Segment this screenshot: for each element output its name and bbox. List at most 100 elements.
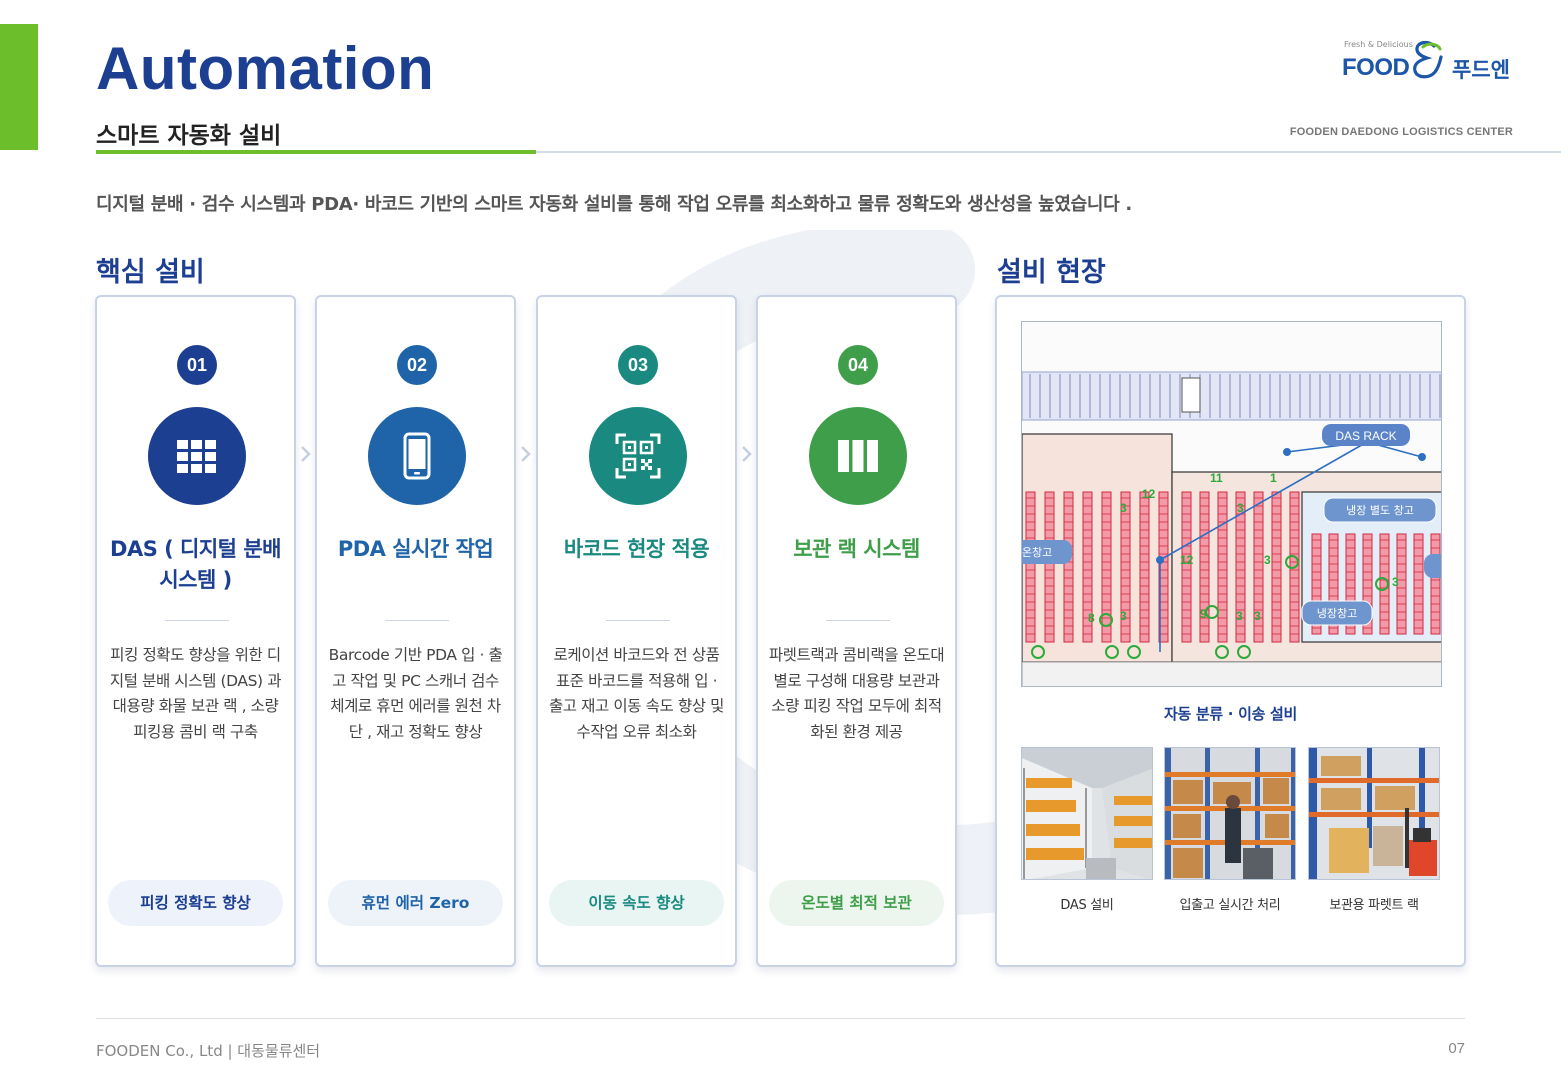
card-benefit-badge: 피킹 정확도 향상 (108, 880, 283, 926)
floor-plan-label: 냉장창고 (1317, 607, 1357, 620)
card-description: 파렛트랙과 콤비랙을 온도대별로 구성해 대용량 보관과 소량 피킹 작업 모두… (768, 646, 945, 741)
page-number: 07 (1448, 1040, 1465, 1057)
floor-plan-number: 3 (1237, 501, 1244, 515)
floor-plan-label: 냉장 별도 창고 (1346, 504, 1414, 517)
card-number: 03 (618, 345, 658, 385)
floor-plan: 12 3 3 11 1 12 3 3 8 3 9 3 2 2 7 2 7 3 (1021, 321, 1442, 687)
center-name: FOODEN DAEDONG LOGISTICS CENTER (1289, 126, 1513, 138)
equipment-card-rack: 04 보관 랙 시스템 파렛트랙과 콤비랙을 온도대별로 구성해 대용량 보관과… (756, 295, 957, 967)
logo-korean-name: 푸드엔 (1452, 58, 1510, 82)
card-title: PDA 실시간 작업 (337, 537, 494, 561)
equipment-card-pda: 02 PDA 실시간 작업 Barcode 기반 PDA 입 · 출고 작업 및… (315, 295, 516, 967)
floor-plan-number: 3 (1120, 501, 1127, 515)
photo-das-equipment (1021, 747, 1153, 880)
storage-rack (1181, 491, 1192, 643)
card-description: Barcode 기반 PDA 입 · 출고 작업 및 PC 스캐너 검수 체계로… (328, 646, 503, 741)
section-title-core-equipment: 핵심 설비 (96, 257, 205, 288)
floor-plan-number: 3 (1236, 609, 1243, 623)
floor-plan-number: 3 (1254, 609, 1261, 623)
floor-plan-label: 상온창고 (1022, 546, 1052, 559)
card-description: 로케이션 바코드와 전 상품 표준 바코드를 적용해 입 · 출고 재고 이동 … (548, 646, 725, 741)
storage-rack-icon (838, 440, 878, 472)
storage-rack (1082, 491, 1093, 643)
card-divider (165, 620, 229, 621)
title-divider-accent (96, 150, 536, 154)
storage-rack (1217, 491, 1228, 643)
chevron-right-icon (742, 446, 752, 462)
floor-plan-number: 12 (1142, 487, 1156, 501)
floor-plan-number: 8 (1088, 611, 1095, 625)
card-title: DAS ( 디지털 분배 시스템 ) (110, 537, 281, 592)
storage-rack (1120, 491, 1131, 643)
floor-plan-number: 3 (1264, 553, 1271, 567)
card-number: 04 (838, 345, 878, 385)
card-icon-circle (589, 407, 687, 505)
grid-apps-icon (177, 440, 216, 473)
storage-rack (1328, 533, 1339, 635)
card-title: 보관 랙 시스템 (793, 537, 920, 561)
card-description: 피킹 정확도 향상을 위한 디지털 분배 시스템 (DAS) 과 대용량 화물 … (109, 646, 282, 741)
floor-marker (1127, 645, 1141, 659)
card-icon-circle (809, 407, 907, 505)
equipment-card-barcode: 03 바코드 현장 적용 로케이션 바코드와 전 상품 표준 바코드를 적용해 … (536, 295, 737, 967)
footer-divider (96, 1018, 1465, 1019)
floor-marker (1205, 605, 1219, 619)
mobile-device-icon (403, 432, 431, 480)
floor-plan-number: 12 (1180, 553, 1194, 567)
card-divider (826, 620, 890, 621)
floor-plan-number: 3 (1120, 609, 1127, 623)
chevron-right-icon (301, 446, 311, 462)
storage-rack (1311, 533, 1322, 635)
accent-bar (0, 24, 38, 150)
floor-plan-number: 1 (1270, 471, 1277, 485)
page-subtitle: 스마트 자동화 설비 (96, 123, 282, 149)
card-icon-circle (368, 407, 466, 505)
storage-rack (1199, 491, 1210, 643)
site-panel: 12 3 3 11 1 12 3 3 8 3 9 3 2 2 7 2 7 3 (995, 295, 1466, 967)
photo-caption: 입출고 실시간 처리 (1179, 898, 1281, 913)
card-divider (606, 620, 670, 621)
floor-marker (1099, 613, 1113, 627)
ampersand-icon (1413, 40, 1443, 79)
card-benefit-badge: 온도별 최적 보관 (769, 880, 944, 926)
floor-plan-label: DAS RACK (1335, 429, 1396, 443)
card-benefit-badge: 휴먼 에러 Zero (328, 880, 503, 926)
storage-rack (1430, 533, 1441, 635)
storage-rack (1044, 491, 1055, 643)
brand-logo: Fresh & Delicious FOOD 푸드엔 (1342, 40, 1522, 88)
photo-inbound-outbound (1164, 747, 1296, 880)
card-icon-circle (148, 407, 246, 505)
card-benefit-badge: 이동 속도 향상 (549, 880, 724, 926)
floor-marker (1031, 645, 1045, 659)
storage-rack (1139, 491, 1150, 643)
floor-plan-number: 11 (1210, 471, 1223, 485)
card-number: 02 (397, 345, 437, 385)
chevron-right-icon (521, 446, 531, 462)
floor-marker (1215, 645, 1229, 659)
floor-plan-number: 3 (1392, 575, 1399, 589)
storage-rack (1362, 533, 1373, 635)
title-divider (96, 151, 1561, 153)
floor-marker (1285, 555, 1299, 569)
storage-rack (1158, 491, 1169, 643)
floor-plan-number: 9 (1200, 607, 1207, 621)
floor-marker (1237, 645, 1251, 659)
storage-rack (1063, 491, 1074, 643)
photo-pallet-rack (1308, 747, 1440, 880)
page-title: Automation (96, 35, 435, 102)
floor-marker (1375, 577, 1389, 591)
intro-text: 디지털 분배 · 검수 시스템과 PDA· 바코드 기반의 스마트 자동화 설비… (96, 194, 1132, 215)
photo-caption: DAS 설비 (1060, 898, 1114, 913)
floor-plan-drawing: 12 3 3 11 1 12 3 3 8 3 9 3 2 2 7 2 7 3 (1022, 322, 1441, 686)
photo-caption: 보관용 파렛트 랙 (1329, 898, 1419, 913)
section-title-site: 설비 현장 (997, 257, 1106, 288)
logo-tagline: Fresh & Delicious (1344, 40, 1413, 49)
equipment-card-das: 01 DAS ( 디지털 분배 시스템 ) 피킹 정확도 향상을 위한 디지털 … (95, 295, 296, 967)
card-divider (385, 620, 449, 621)
floor-marker (1105, 645, 1119, 659)
storage-rack (1235, 491, 1246, 643)
storage-rack (1025, 491, 1036, 643)
storage-rack (1101, 491, 1112, 643)
qr-scan-icon (615, 433, 661, 479)
logo-wordmark: FOOD (1342, 54, 1410, 81)
